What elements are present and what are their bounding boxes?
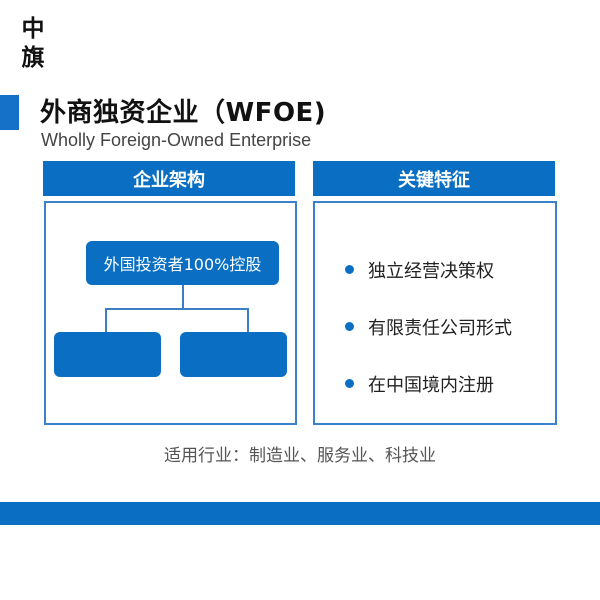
section-header-structure: 企业架构 <box>43 161 295 196</box>
org-node-child-left <box>54 332 161 377</box>
feature-text: 独立经营决策权 <box>368 260 494 282</box>
logo: 中 旗 <box>18 14 48 72</box>
logo-char: 旗 <box>21 44 45 71</box>
org-connector-left <box>105 308 107 332</box>
page-title: 外商独资企业（WFOE) <box>40 98 327 128</box>
org-node-child-right <box>180 332 287 377</box>
page-subtitle: Wholly Foreign-Owned Enterprise <box>41 130 312 150</box>
org-chart-panel: 外国投资者100%控股 <box>44 201 297 425</box>
list-item: 在中国境内注册 <box>345 355 512 412</box>
feature-text: 在中国境内注册 <box>368 374 494 396</box>
bullet-icon <box>345 265 354 274</box>
bullet-icon <box>345 322 354 331</box>
feature-list: 独立经营决策权 有限责任公司形式 在中国境内注册 <box>345 241 512 412</box>
features-panel: 独立经营决策权 有限责任公司形式 在中国境内注册 <box>313 201 557 425</box>
org-connector-horizontal <box>105 308 249 310</box>
section-header-features: 关键特征 <box>313 161 555 196</box>
org-node-parent: 外国投资者100%控股 <box>86 241 279 285</box>
list-item: 独立经营决策权 <box>345 241 512 298</box>
applicable-industries: 适用行业：制造业、服务业、科技业 <box>164 446 436 466</box>
list-item: 有限责任公司形式 <box>345 298 512 355</box>
org-connector-vertical <box>182 285 184 309</box>
logo-char: 中 <box>21 15 45 42</box>
feature-text: 有限责任公司形式 <box>368 317 512 339</box>
title-accent-bar <box>0 95 19 130</box>
footer-bar <box>0 502 600 525</box>
org-connector-right <box>247 308 249 332</box>
bullet-icon <box>345 379 354 388</box>
